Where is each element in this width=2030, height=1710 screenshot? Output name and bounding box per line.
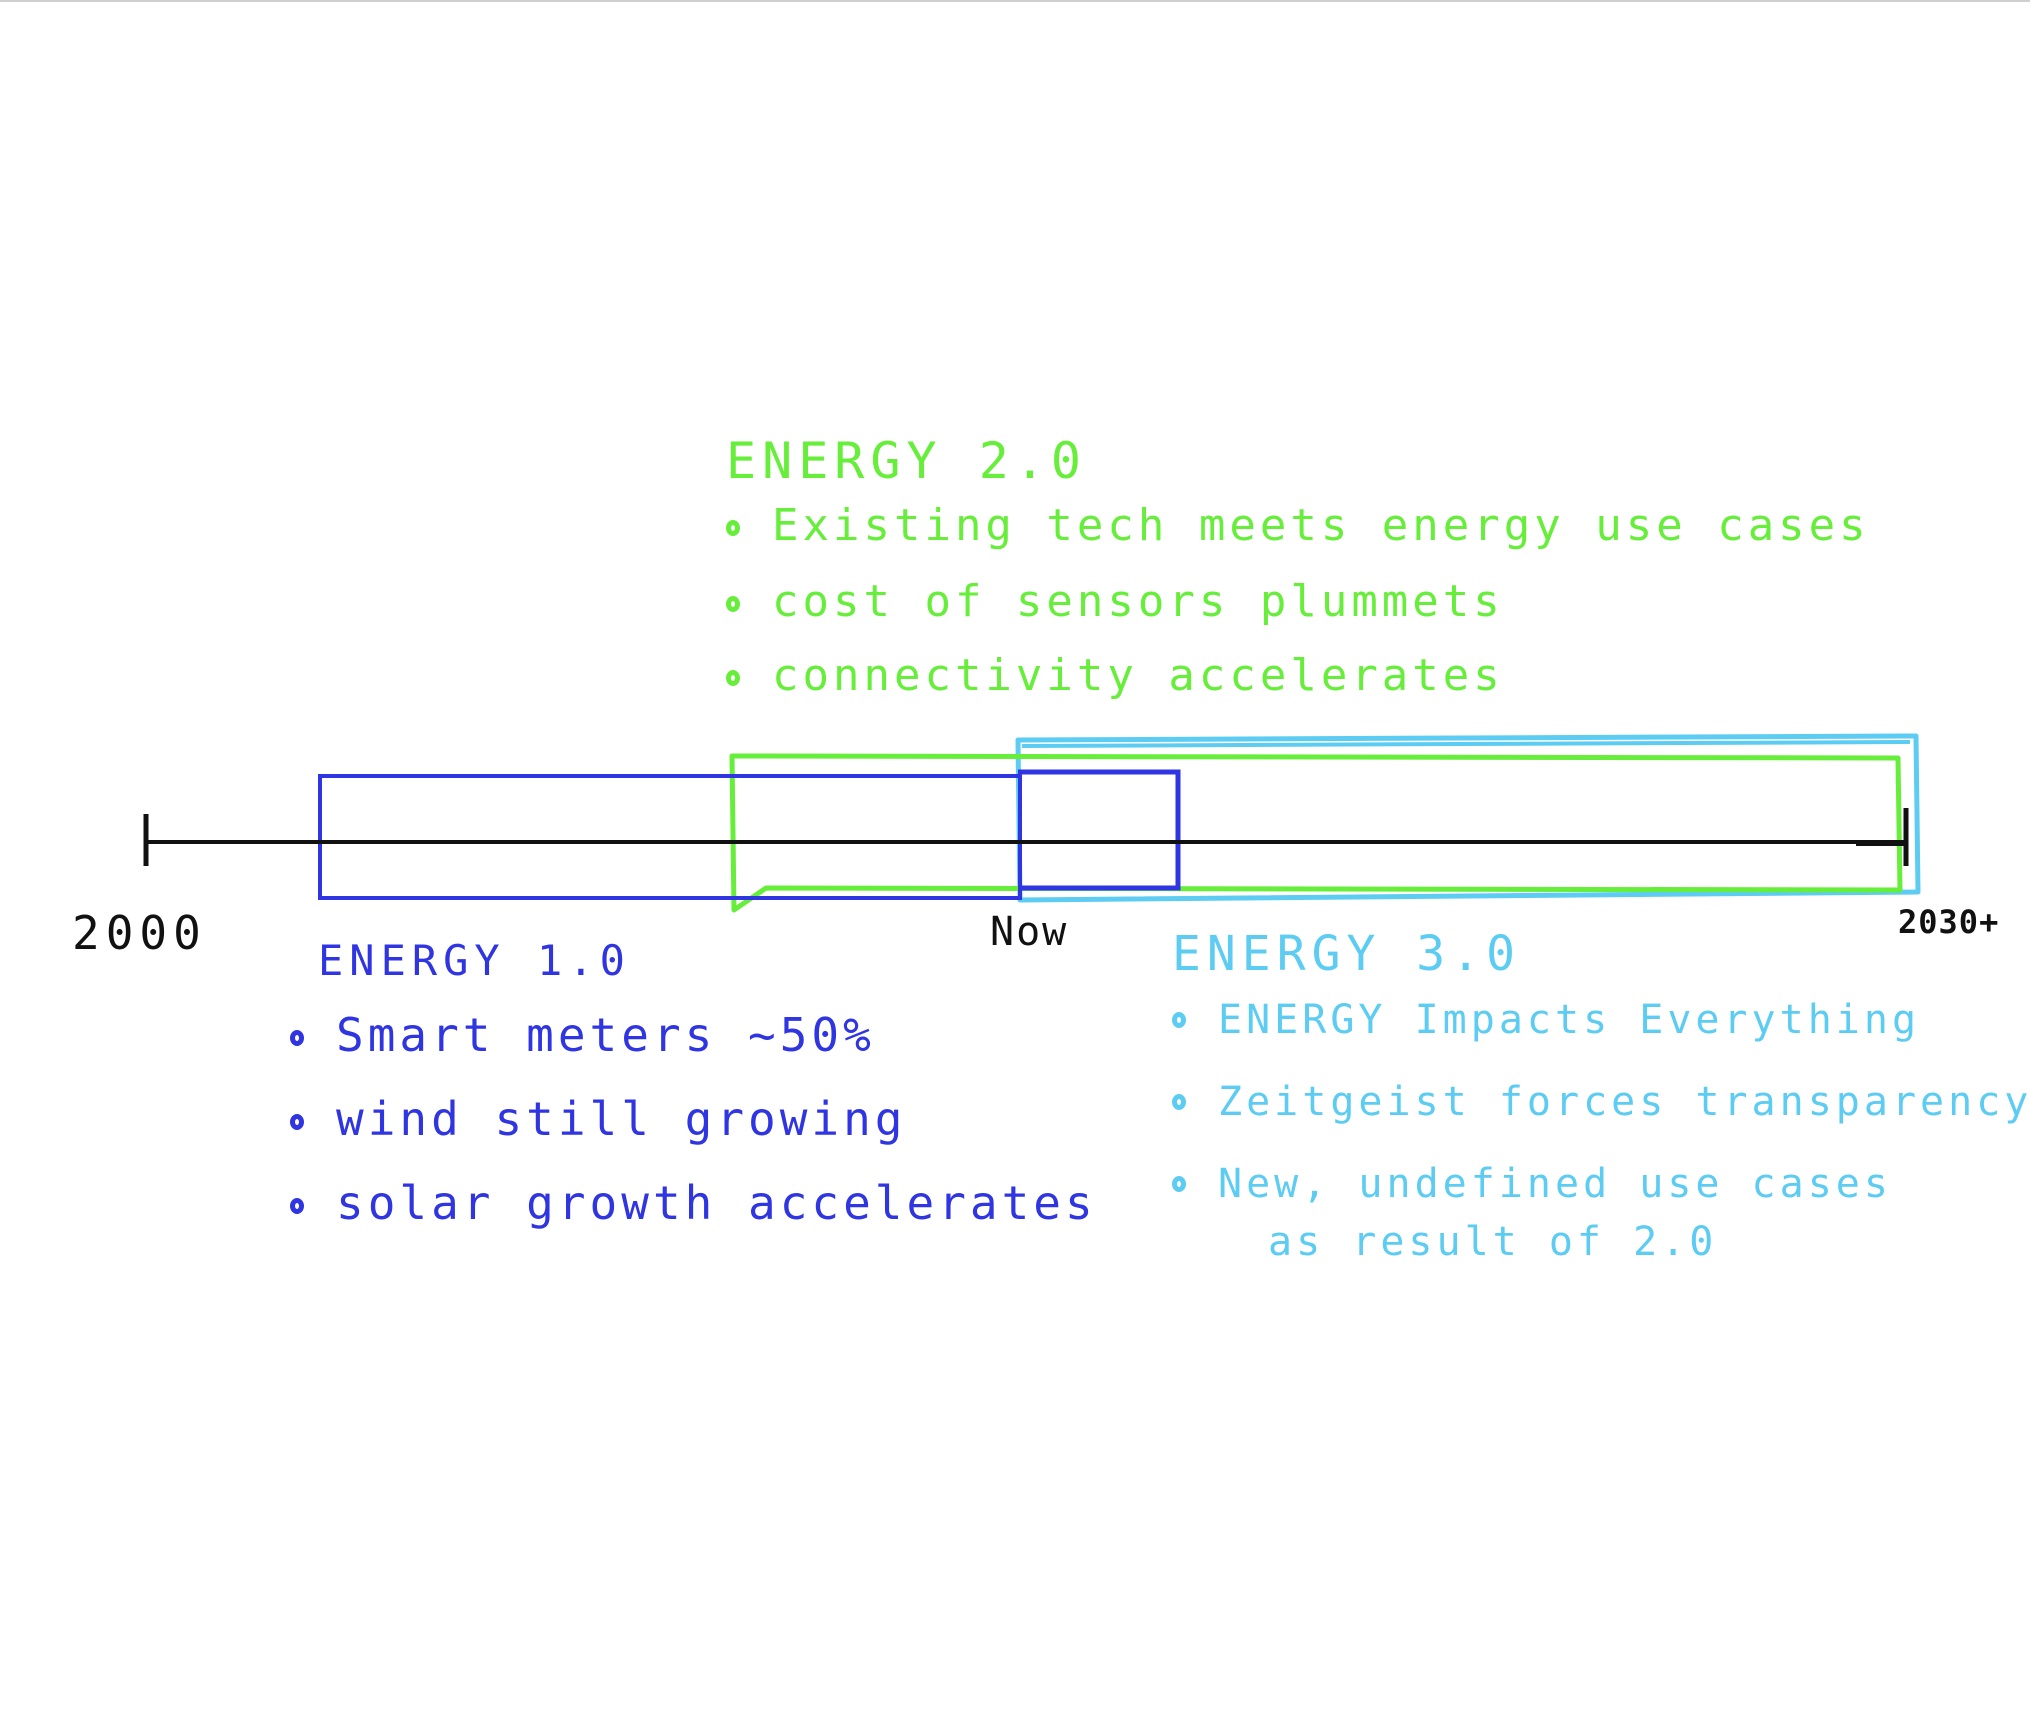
energy-3-item-continuation: as result of 2.0 [1268,1219,1718,1265]
energy-2-item: cost of sensors plummets [726,580,1870,624]
timeline-end-label: 2030+ [1898,903,2000,941]
energy-2-title: ENERGY 2.0 [726,432,1088,490]
energy-2-item-text: connectivity accelerates [772,650,1504,701]
energy-3-range-box-outline [1021,740,1911,748]
energy-3-title: ENERGY 3.0 [1172,926,1521,982]
energy-2-item: connectivity accelerates [726,654,1870,698]
energy-2-item-text: cost of sensors plummets [772,576,1504,627]
energy-1-item: Smart meters ~50% [290,1012,1097,1058]
bullet-icon [290,1030,304,1046]
energy-3-item: ENERGY Impacts Everything [1172,1000,2030,1040]
energy-3-list: ENERGY Impacts Everything Zeitgeist forc… [1172,1000,2030,1262]
energy-1-item: wind still growing [290,1096,1097,1142]
energy-3-item-text: ENERGY Impacts Everything [1218,997,1921,1043]
bullet-icon [726,520,740,536]
top-rule [0,0,2030,2]
bullet-icon [1172,1012,1186,1028]
energy-3-item-text: New, undefined use cases [1218,1161,1892,1207]
bullet-icon [1172,1176,1186,1192]
energy-1-range-box [318,774,1022,900]
energy-1-item-text: Smart meters ~50% [336,1008,875,1062]
energy-1-item-text: wind still growing [336,1092,907,1146]
bullet-icon [726,670,740,686]
bullet-icon [290,1114,304,1130]
energy-2-item-text: Existing tech meets energy use cases [772,500,1870,551]
energy-2-item: Existing tech meets energy use cases [726,504,1870,548]
energy-3-item-text: Zeitgeist forces transparency [1218,1079,2030,1125]
energy-1-range-box-extension [1018,769,1181,891]
energy-3-item: Zeitgeist forces transparency [1172,1082,2030,1122]
energy-1-item: solar growth accelerates [290,1180,1097,1226]
energy-3-item: New, undefined use cases as result of 2.… [1172,1164,2030,1262]
energy-1-title: ENERGY 1.0 [318,936,631,985]
bullet-icon [1172,1094,1186,1110]
bullet-icon [290,1198,304,1214]
energy-2-range-box [729,753,1903,913]
energy-2-list: Existing tech meets energy use cases cos… [726,504,1870,698]
timeline-start-label: 2000 [72,906,207,960]
energy-1-list: Smart meters ~50% wind still growing sol… [290,1012,1097,1226]
timeline-now-label: Now [990,909,1069,955]
energy-3-range-box [1015,733,1921,903]
energy-1-item-text: solar growth accelerates [336,1176,1097,1230]
bullet-icon [726,596,740,612]
